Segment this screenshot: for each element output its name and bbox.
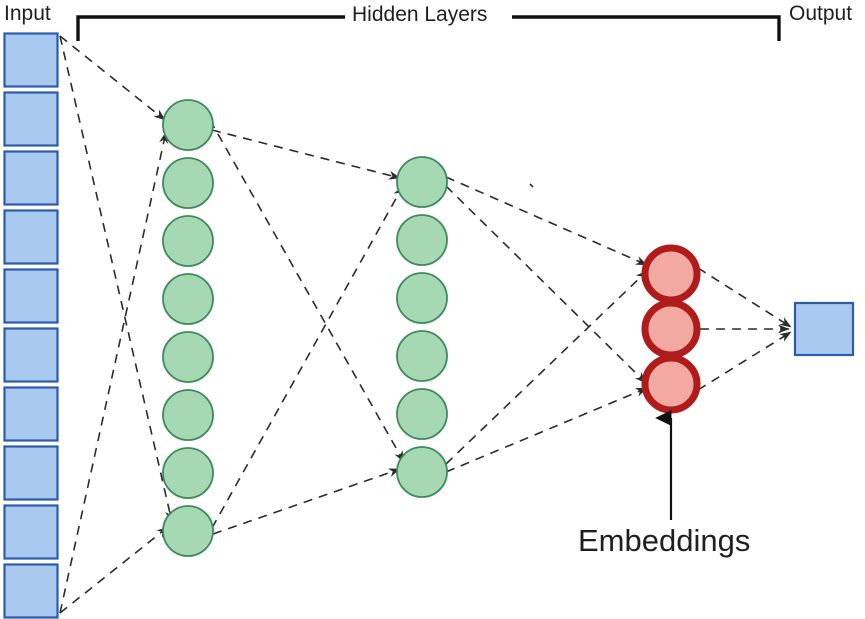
edge-input-hidden <box>59 131 168 614</box>
input-node <box>3 32 59 88</box>
output-layer <box>793 301 855 357</box>
hidden-node <box>162 157 214 209</box>
hidden-node <box>162 389 214 441</box>
input-node <box>3 150 59 206</box>
hidden-node <box>396 156 448 208</box>
hidden-node <box>396 272 448 324</box>
edge-input-hidden <box>59 526 169 614</box>
hidden-node <box>396 388 448 440</box>
input-node <box>3 268 59 324</box>
edge-hidden2-embedding <box>445 185 647 384</box>
edge-embedding-output <box>697 267 792 328</box>
hidden-node <box>162 273 214 325</box>
connection-edges <box>59 35 792 614</box>
input-node <box>3 327 59 383</box>
edge-hidden1-hidden2 <box>211 129 401 180</box>
input-node <box>3 209 59 265</box>
hidden-node <box>162 215 214 267</box>
stray-mark <box>529 183 534 188</box>
hidden-node <box>396 214 448 266</box>
input-label: Input <box>4 2 51 25</box>
edge-hidden1-hidden2 <box>211 185 404 529</box>
input-layer <box>3 32 59 619</box>
edge-input-hidden <box>59 35 166 121</box>
input-node <box>3 445 59 501</box>
edge-hidden2-embedding <box>445 387 648 473</box>
edge-input-hidden <box>59 35 174 523</box>
input-node <box>3 91 59 147</box>
input-node <box>3 386 59 442</box>
hidden-node <box>162 99 214 151</box>
hidden-node <box>396 330 448 382</box>
embedding-node <box>641 354 701 414</box>
edge-hidden2-embedding <box>445 270 648 465</box>
edge-hidden1-hidden2 <box>209 119 405 463</box>
hidden-layers-bracket <box>76 15 781 41</box>
hidden-node <box>396 446 448 498</box>
edge-embedding-output <box>697 331 792 391</box>
edge-hidden2-embedding <box>445 176 648 266</box>
hidden-layers-label: Hidden Layers <box>349 4 491 25</box>
edge-hidden1-hidden2 <box>212 468 401 535</box>
hidden-layer-2 <box>396 156 448 498</box>
hidden-node <box>162 447 214 499</box>
input-node <box>3 563 59 619</box>
hidden-node <box>162 505 214 557</box>
embedding-node <box>641 299 701 359</box>
output-node <box>793 301 855 357</box>
embeddings-label: Embeddings <box>578 523 751 558</box>
output-label: Output <box>789 2 853 25</box>
embedding-layer <box>641 244 701 414</box>
embedding-node <box>641 244 701 304</box>
input-node <box>3 504 59 560</box>
hidden-node <box>162 331 214 383</box>
hidden-layer-1 <box>162 99 214 557</box>
